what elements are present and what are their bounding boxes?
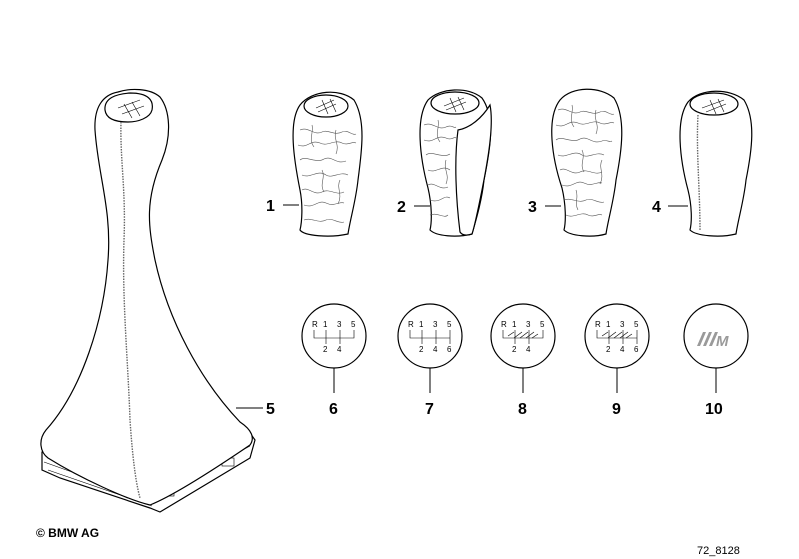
emblem-9-gear-1: 1 xyxy=(606,320,611,329)
emblem-9-gear-3: 3 xyxy=(620,320,625,329)
emblem-8-gear-2: 2 xyxy=(512,345,517,354)
part-label-7: 7 xyxy=(425,401,434,418)
emblem-8-gear-4: 4 xyxy=(526,345,531,354)
emblem-6-gear-r: R xyxy=(312,320,318,329)
emblem-9-gear-5: 5 xyxy=(634,320,639,329)
emblem-7-gear-5: 5 xyxy=(447,320,452,329)
emblem-9-gear-2: 2 xyxy=(606,345,611,354)
emblem-6-gear-2: 2 xyxy=(323,345,328,354)
emblem-7-gear-4: 4 xyxy=(433,345,438,354)
emblem-7-gear-1: 1 xyxy=(419,320,424,329)
emblem-10-logo-text: M xyxy=(716,333,729,350)
emblem-9-gear-r: R xyxy=(595,320,601,329)
emblem-7-gear-2: 2 xyxy=(419,345,424,354)
emblem-8-gear-1: 1 xyxy=(512,320,517,329)
emblem-6-gear-4: 4 xyxy=(337,345,342,354)
copyright-text: © BMW AG xyxy=(36,526,99,540)
part-label-1: 1 xyxy=(266,198,275,215)
part-label-2: 2 xyxy=(397,199,406,216)
emblem-8: R 1 3 5 2 4 xyxy=(490,303,556,393)
emblem-7-gear-6: 6 xyxy=(447,345,452,354)
emblem-8-gear-5: 5 xyxy=(540,320,545,329)
emblem-9-gear-4: 4 xyxy=(620,345,625,354)
emblem-6-gear-5: 5 xyxy=(351,320,356,329)
gear-knob-4-drawing xyxy=(679,90,753,237)
part-label-10: 10 xyxy=(705,401,723,418)
emblem-7-gear-r: R xyxy=(408,320,414,329)
emblem-7-gear-3: 3 xyxy=(433,320,438,329)
emblem-8-gear-3: 3 xyxy=(526,320,531,329)
part-label-4: 4 xyxy=(652,199,661,216)
gear-boot-drawing xyxy=(40,88,256,513)
gear-knob-3-drawing xyxy=(551,88,623,237)
leader-lines xyxy=(236,204,688,409)
part-label-6: 6 xyxy=(329,401,338,418)
drawing-number: 72_8128 xyxy=(697,545,740,557)
part-label-5: 5 xyxy=(266,401,275,418)
emblem-8-gear-r: R xyxy=(501,320,507,329)
emblem-6: R 1 3 5 2 4 xyxy=(301,303,367,393)
part-label-3: 3 xyxy=(528,199,537,216)
emblem-7: R 1 3 5 2 4 6 xyxy=(397,303,463,393)
m-logo-icon: M xyxy=(697,332,729,350)
gear-knob-2-drawing xyxy=(419,89,492,237)
emblem-6-gear-1: 1 xyxy=(323,320,328,329)
emblem-9: R 1 3 5 2 4 6 xyxy=(584,303,650,393)
emblem-9-gear-6: 6 xyxy=(634,345,639,354)
emblem-6-gear-3: 3 xyxy=(337,320,342,329)
emblem-10: M xyxy=(683,303,749,393)
gear-knob-1-drawing xyxy=(292,91,363,237)
part-label-8: 8 xyxy=(518,401,527,418)
part-label-9: 9 xyxy=(612,401,621,418)
